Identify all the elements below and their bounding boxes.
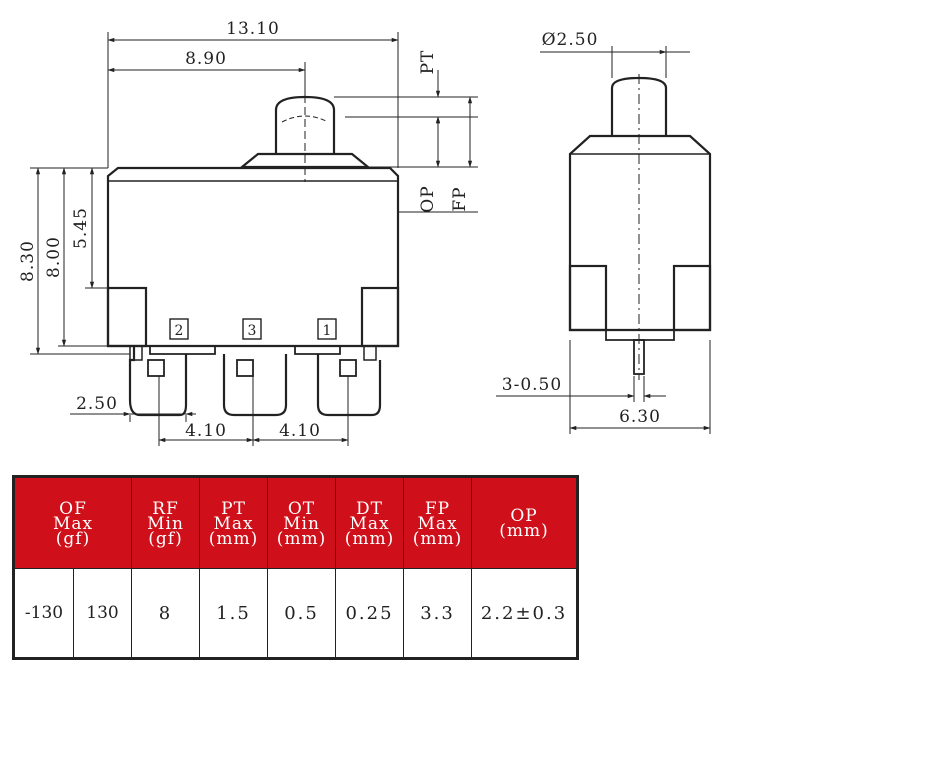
label-fp: FP <box>450 186 470 211</box>
side-body <box>568 134 712 332</box>
header-op: OP (mm) <box>471 476 579 569</box>
value-rf: 8 <box>131 568 201 659</box>
label-pt: PT <box>418 50 438 75</box>
label-op: OP <box>418 185 438 212</box>
value-of-max: 130 <box>72 568 133 659</box>
pin-label-1: 1 <box>323 323 332 339</box>
dim-plunger-offset: 8.90 <box>185 49 227 69</box>
spec-header-row: OF Max (gf) RF Min (gf) PT Max (mm) OT M… <box>12 476 579 569</box>
front-view <box>106 95 400 417</box>
pin-label-3: 3 <box>248 323 257 339</box>
dim-pitch-right: 4.10 <box>279 421 321 441</box>
dim-plunger-diameter: Ø2.50 <box>542 30 599 50</box>
spec-value-row: -130 130 8 1.5 0.5 0.25 3.3 2.2±0.3 <box>13 568 579 659</box>
header-fp: FP Max (mm) <box>403 476 473 569</box>
value-pt: 1.5 <box>199 568 269 659</box>
front-dimension-lines <box>30 32 478 446</box>
dim-terminal-width: 2.50 <box>76 394 118 414</box>
header-of: OF Max (gf) <box>12 476 133 569</box>
side-plunger <box>610 76 668 136</box>
pin-label-2: 2 <box>175 323 184 339</box>
value-of-min: -130 <box>13 568 74 659</box>
header-dt: DT Max (mm) <box>335 476 405 569</box>
dim-height-total: 8.30 <box>18 240 38 282</box>
dim-height-base: 5.45 <box>71 207 91 249</box>
terminal-2 <box>128 346 188 417</box>
value-op: 2.2±0.3 <box>471 568 579 659</box>
spec-table: OF Max (gf) RF Min (gf) PT Max (mm) OT M… <box>12 475 580 660</box>
value-fp: 3.3 <box>403 568 473 659</box>
value-dt: 0.25 <box>335 568 405 659</box>
terminal-1 <box>316 354 382 417</box>
dim-height-body: 8.00 <box>44 236 64 278</box>
dim-side-width: 6.30 <box>619 407 661 427</box>
side-dimension-lines <box>496 46 711 434</box>
value-ot: 0.5 <box>267 568 337 659</box>
header-ot: OT Min (mm) <box>267 476 337 569</box>
header-rf: RF Min (gf) <box>131 476 201 569</box>
header-pt: PT Max (mm) <box>199 476 269 569</box>
terminal-3 <box>222 354 288 417</box>
side-view <box>568 74 712 380</box>
dim-overall-width: 13.10 <box>226 19 280 39</box>
technical-drawing: 2 3 1 <box>18 19 712 446</box>
dim-pitch-left: 4.10 <box>185 421 227 441</box>
dim-terminal-thickness: 3-0.50 <box>502 375 562 395</box>
